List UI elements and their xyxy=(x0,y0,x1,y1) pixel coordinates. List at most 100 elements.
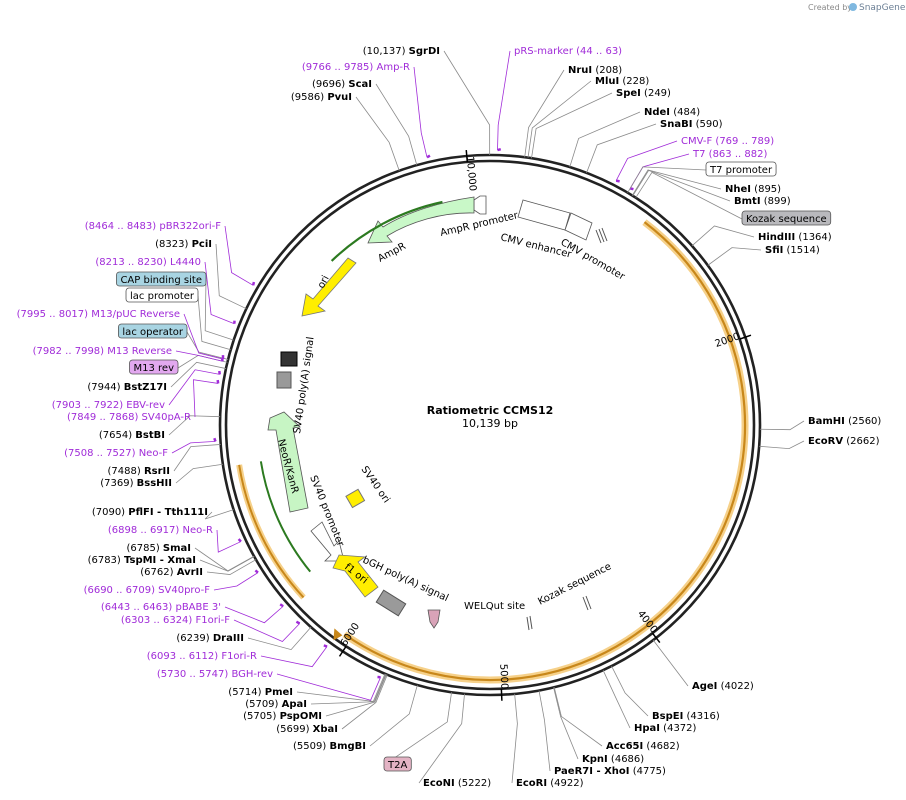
primer-mark xyxy=(615,179,620,183)
site-ecori[interactable]: EcoRI (4922) xyxy=(516,778,584,789)
site-pbabe3[interactable]: (6443 .. 6463) pBABE 3' xyxy=(101,602,221,613)
site-pbr322[interactable]: (8464 .. 8483) pBR322ori-F xyxy=(85,221,221,232)
orf-arc xyxy=(343,221,747,682)
site-bmgbi[interactable]: (5509) BmgBI xyxy=(293,741,366,752)
site-lac-operator[interactable]: lac operator xyxy=(118,323,188,339)
site-t7-promoter[interactable]: T7 promoter xyxy=(705,161,777,177)
site-xbai[interactable]: (5699) XbaI xyxy=(276,724,338,735)
site-position: (5222) xyxy=(455,778,492,789)
site-leader-line xyxy=(553,687,603,747)
site-prs-marker[interactable]: pRS-marker (44 .. 63) xyxy=(514,46,622,57)
site-bsshii[interactable]: (7369) BssHII xyxy=(100,478,172,489)
site-pvui[interactable]: (9586) PvuI xyxy=(291,92,352,103)
site-scai[interactable]: (9696) ScaI xyxy=(312,79,372,90)
site-apai[interactable]: (5709) ApaI xyxy=(245,699,307,710)
feature-box-label: lac operator xyxy=(122,327,183,338)
site-m13puc[interactable]: (7995 .. 8017) M13/pUC Reverse xyxy=(17,309,180,320)
site-pcii[interactable]: (8323) PciI xyxy=(155,239,212,250)
site-leader-line xyxy=(296,673,386,702)
site-sv40pa-r[interactable]: (7849 .. 7868) SV40pA-R xyxy=(67,412,191,423)
site-ecorv[interactable]: EcoRV (2662) xyxy=(808,436,880,447)
welqut-mark xyxy=(526,615,533,631)
site-name: XbaI xyxy=(313,724,338,735)
site-position: (228) xyxy=(619,76,649,87)
site-pmei[interactable]: (5714) PmeI xyxy=(228,687,293,698)
site-bspei[interactable]: BspEI (4316) xyxy=(652,711,720,722)
site-sv40pro-f[interactable]: (6690 .. 6709) SV40pro-F xyxy=(84,585,211,596)
site-name: PvuI xyxy=(327,92,352,103)
site-leader-line xyxy=(168,415,221,436)
site-kpni[interactable]: KpnI (4686) xyxy=(582,754,644,765)
site-neo-f[interactable]: (7508 .. 7527) Neo-F xyxy=(64,448,168,459)
site-pflfi[interactable]: (7090) PflFI - Tth111I xyxy=(92,507,208,518)
site-label: (7903 .. 7922) EBV-rev xyxy=(52,400,165,411)
site-position: (5509) xyxy=(293,741,329,752)
site-sfii[interactable]: SfiI (1514) xyxy=(765,245,820,256)
site-position: (6898 .. 6917) xyxy=(108,525,183,536)
site-ebv-rev[interactable]: (7903 .. 7922) EBV-rev xyxy=(52,400,165,411)
site-lac-promoter[interactable]: lac promoter xyxy=(125,287,199,303)
tick-mark xyxy=(651,632,661,644)
site-hindiii[interactable]: HindIII (1364) xyxy=(758,232,832,243)
site-label: HindIII (1364) xyxy=(758,232,832,243)
site-agei[interactable]: AgeI (4022) xyxy=(692,681,754,692)
site-tspmi[interactable]: (6783) TspMI - XmaI xyxy=(88,555,196,566)
site-label: (7849 .. 7868) SV40pA-R xyxy=(67,412,191,423)
plasmid-center-label: Ratiometric CCMS12 10,139 bp xyxy=(427,404,554,430)
site-position: (769 .. 789) xyxy=(712,136,774,147)
site-spei[interactable]: SpeI (249) xyxy=(616,88,671,99)
site-neo-r[interactable]: (6898 .. 6917) Neo-R xyxy=(108,525,213,536)
ampr-arc xyxy=(330,200,443,262)
site-nhei[interactable]: NheI (895) xyxy=(725,184,781,195)
site-m13rev[interactable]: M13 rev xyxy=(129,359,179,375)
site-snabi[interactable]: SnaBI (590) xyxy=(660,119,723,130)
site-m13reverse[interactable]: (7982 .. 7998) M13 Reverse xyxy=(33,346,172,357)
plasmid-length: 10,139 bp xyxy=(462,417,518,430)
site-kozak[interactable]: Kozak sequence xyxy=(741,210,832,226)
site-leader-line xyxy=(369,684,418,747)
site-nrui[interactable]: NruI (208) xyxy=(568,65,622,76)
site-rsrii[interactable]: (7488) RsrII xyxy=(108,466,170,477)
tick-mark xyxy=(739,334,752,340)
site-smai[interactable]: (6785) SmaI xyxy=(126,543,191,554)
site-bstz17i[interactable]: (7944) BstZ17I xyxy=(87,382,167,393)
site-sgrdi[interactable]: (10,137) SgrDI xyxy=(363,46,440,57)
site-paer7i[interactable]: PaeR7I - XhoI (4775) xyxy=(554,766,666,777)
site-position: (5714) xyxy=(228,687,264,698)
site-bstbi[interactable]: (7654) BstBI xyxy=(99,430,165,441)
site-name: NruI xyxy=(568,65,592,76)
plasmid-backbone xyxy=(218,153,762,697)
site-cap[interactable]: CAP binding site xyxy=(116,271,207,287)
site-amp-r[interactable]: (9766 .. 9785) Amp-R xyxy=(302,62,410,73)
plasmid-name: Ratiometric CCMS12 xyxy=(427,404,554,417)
site-name: pBR322ori-F xyxy=(159,221,221,232)
site-mlui[interactable]: MluI (228) xyxy=(595,76,649,87)
site-position: (6762) xyxy=(140,567,176,578)
site-bgh-rev[interactable]: (5730 .. 5747) BGH-rev xyxy=(157,669,273,680)
site-name: SpeI xyxy=(616,88,641,99)
site-name: F1ori-R xyxy=(221,651,257,662)
site-draiii[interactable]: (6239) DraIII xyxy=(176,633,244,644)
site-f1ori-f[interactable]: (6303 .. 6324) F1ori-F xyxy=(121,615,230,626)
site-position: (249) xyxy=(641,88,671,99)
site-t2a[interactable]: T2A xyxy=(383,756,412,772)
site-name: Neo-R xyxy=(183,525,214,536)
site-hpai[interactable]: HpaI (4372) xyxy=(634,723,697,734)
site-acc65i[interactable]: Acc65I (4682) xyxy=(606,741,680,752)
site-bamhi[interactable]: BamHI (2560) xyxy=(808,416,881,427)
site-avrii[interactable]: (6762) AvrII xyxy=(140,567,203,578)
site-label: (6239) DraIII xyxy=(176,633,244,644)
site-ndei[interactable]: NdeI (484) xyxy=(644,107,700,118)
tick-label: 10,000 xyxy=(464,156,478,192)
site-econi[interactable]: EcoNI (5222) xyxy=(423,778,491,789)
site-position: (4686) xyxy=(608,754,645,765)
neor-arrow-shape xyxy=(267,411,309,513)
site-label: (7508 .. 7527) Neo-F xyxy=(64,448,168,459)
site-cmv-f[interactable]: CMV-F (769 .. 789) xyxy=(681,136,774,147)
site-position: (4372) xyxy=(660,723,697,734)
site-f1ori-r[interactable]: (6093 .. 6112) F1ori-R xyxy=(147,651,257,662)
site-pspomi[interactable]: (5705) PspOMI xyxy=(243,711,322,722)
site-l4440[interactable]: (8213 .. 8230) L4440 xyxy=(95,257,201,268)
site-t7[interactable]: T7 (863 .. 882) xyxy=(692,149,767,160)
site-bmti[interactable]: BmtI (899) xyxy=(734,196,791,207)
